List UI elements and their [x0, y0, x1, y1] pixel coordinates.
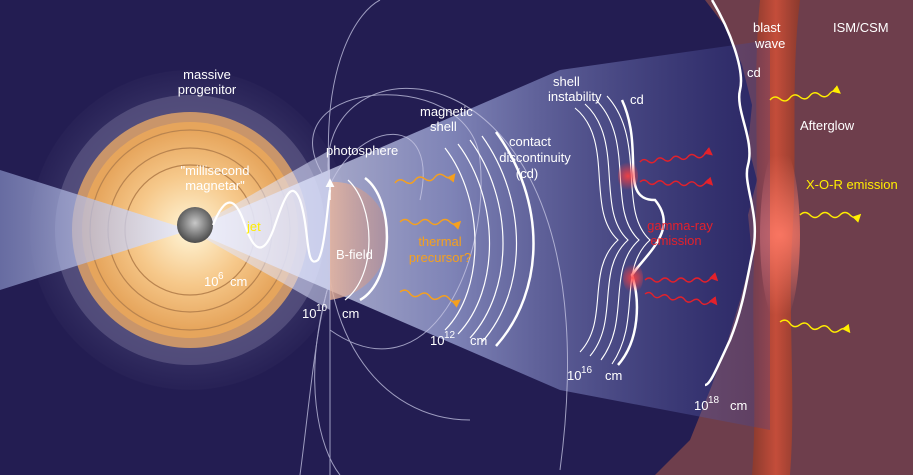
svg-text:cm: cm [605, 368, 622, 383]
magnetar-label-1: "millisecond [181, 163, 250, 178]
b-field-arc [344, 179, 370, 301]
svg-text:10: 10 [302, 306, 316, 321]
hot-spot-lower [623, 262, 643, 294]
radius-label-r16: 10 16 cm [567, 365, 622, 383]
contact-discontinuity-outer [704, 0, 757, 387]
svg-text:10: 10 [204, 274, 218, 289]
blast-wave-label-1: blast [753, 20, 781, 35]
massive-progenitor-label-2: progenitor [178, 82, 237, 97]
xor-emission-label: X-O-R emission [806, 177, 898, 192]
magnetar-label-2: magnetar" [185, 178, 245, 193]
cd-outer-label: cd [747, 65, 761, 80]
svg-text:16: 16 [581, 365, 593, 376]
cd-inner-label: cd [630, 92, 644, 107]
shell-instability-label-2: instability [548, 89, 602, 104]
radius-label-r10: 10 10 cm [302, 303, 359, 321]
svg-text:6: 6 [218, 271, 224, 282]
svg-text:cm: cm [470, 333, 487, 348]
svg-text:cm: cm [342, 306, 359, 321]
svg-text:cm: cm [730, 398, 747, 413]
svg-text:18: 18 [708, 395, 720, 406]
photosphere-label: photosphere [326, 143, 398, 158]
gamma-arrows [639, 146, 719, 306]
hot-spot-upper [618, 160, 638, 192]
photosphere-shell [330, 181, 389, 300]
shell-instability-label-1: shell [553, 74, 580, 89]
jet-wave [211, 189, 332, 263]
label-group: massive progenitor "millisecond magnetar… [178, 20, 898, 413]
gamma-ray-label-2: emission [650, 233, 701, 248]
svg-text:cm: cm [230, 274, 247, 289]
magnetic-shell-label-1: magnetic [420, 104, 473, 119]
contact-label-3: (cd) [516, 166, 538, 181]
shell-instability-arcs [574, 95, 665, 366]
thermal-arrows [394, 173, 462, 308]
svg-text:10: 10 [694, 398, 708, 413]
magnetic-shell-arcs [444, 131, 535, 347]
contact-label-1: contact [509, 134, 551, 149]
ism-csm-label: ISM/CSM [833, 20, 889, 35]
massive-progenitor-label-1: massive [183, 67, 231, 82]
counter-jet-cone [0, 170, 190, 290]
blast-wave-label-2: wave [754, 36, 785, 51]
svg-text:12: 12 [444, 330, 456, 341]
radius-label-r18: 10 18 cm [694, 395, 747, 413]
jet-inner [190, 150, 330, 310]
gamma-ray-label-1: gamma-ray [647, 218, 713, 233]
magnetic-shell-label-2: shell [430, 119, 457, 134]
svg-text:10: 10 [430, 333, 444, 348]
svg-text:10: 10 [316, 303, 328, 314]
thermal-precursor-label-1: thermal [418, 234, 461, 249]
contact-label-2: discontinuity [499, 150, 571, 165]
photosphere-front [359, 176, 389, 302]
svg-text:10: 10 [567, 368, 581, 383]
jet-label: jet [246, 219, 261, 234]
magnetic-field-lines [299, 0, 568, 475]
radius-label-r12: 10 12 cm [430, 330, 487, 348]
afterglow-label: Afterglow [800, 118, 855, 133]
thermal-precursor-label-2: precursor? [409, 250, 471, 265]
compact-core [177, 207, 213, 243]
b-field-label: B-field [336, 247, 373, 262]
radius-label-r6: 10 6 cm [204, 271, 247, 289]
xor-arrows [769, 85, 862, 334]
